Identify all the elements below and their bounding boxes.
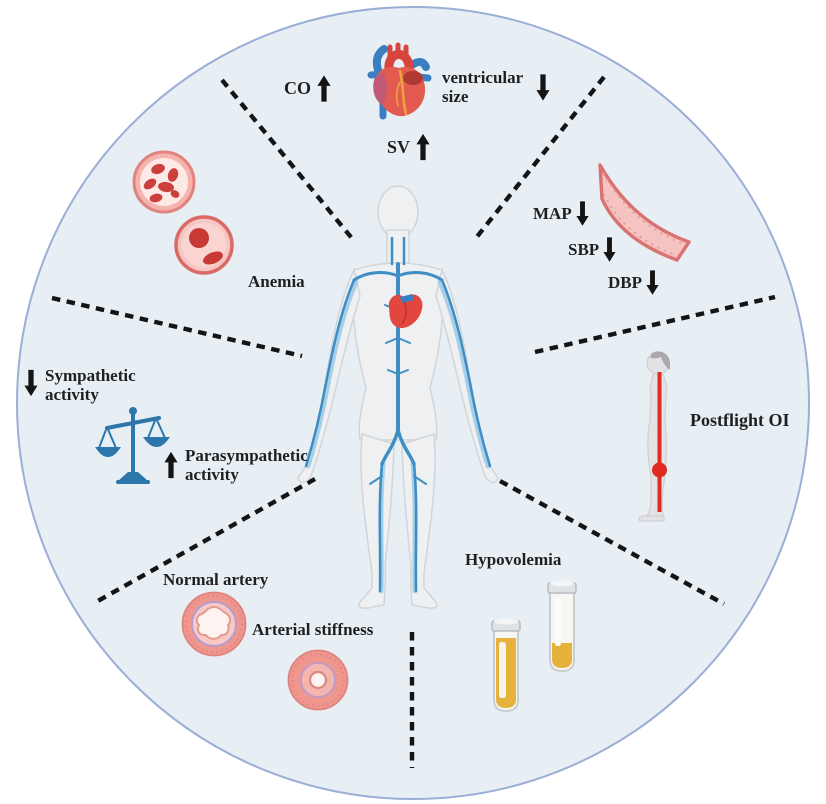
up-arrow-icon [164,451,178,479]
dbp-label-row: DBP [608,269,659,296]
balance-scale-icon [95,407,170,484]
standing-person-icon [638,351,670,522]
stroke-volume-label-row: SV [387,132,430,162]
map-label: MAP [533,203,572,223]
up-arrow-icon [416,133,430,161]
central-heart [388,294,423,329]
divider-line-bottom-right [498,479,726,606]
down-arrow-icon [646,270,659,295]
divider-line-right [534,294,776,355]
sympathetic-label: Sympathetic activity [45,366,136,405]
map-label-row: MAP [533,200,589,227]
down-arrow-icon [576,201,589,226]
postflight-oi-label: Postflight OI [690,410,790,430]
divider-line-bottom-left [94,477,317,604]
normal-artery-icon [181,591,247,657]
sbp-label-row: SBP [568,236,616,263]
human-body-icon [297,185,499,609]
stiff-artery-icon [287,649,349,711]
test-tubes-icon [491,580,577,713]
cardiac-output-label-row: CO [284,74,331,103]
heart-icon [367,42,432,120]
up-arrow-icon [317,75,331,102]
tube-full [491,618,521,713]
hypovolemia-label: Hypovolemia [465,550,562,569]
sympathetic-label-row: Sympathetic activity [24,366,157,404]
sbp-label: SBP [568,239,600,259]
blood-cells-icon [132,150,234,275]
cardiac-output-label: CO [284,78,311,99]
anemia-label: Anemia [248,272,305,291]
ventricular-size-label-row: ventricular size [442,68,550,106]
down-arrow-icon [603,237,616,262]
divider-line-top-left [220,78,357,244]
blood-vessel-arc-icon [598,163,691,262]
ventricular-size-label: ventricular size [442,68,523,107]
divider-line-left [51,295,303,359]
dbp-label: DBP [608,272,642,292]
parasympathetic-label-row: Parasympathetic activity [164,446,337,484]
divider-line-top-right [474,75,606,240]
down-arrow-icon [24,369,38,397]
stroke-volume-label: SV [387,136,411,157]
arterial-stiffness-label: Arterial stiffness [252,620,374,639]
down-arrow-icon [536,73,550,101]
normal-artery-label: Normal artery [163,570,269,589]
tube-low [547,580,577,673]
blood-pooling-line [652,372,667,512]
parasympathetic-label: Parasympathetic activity [185,446,308,485]
